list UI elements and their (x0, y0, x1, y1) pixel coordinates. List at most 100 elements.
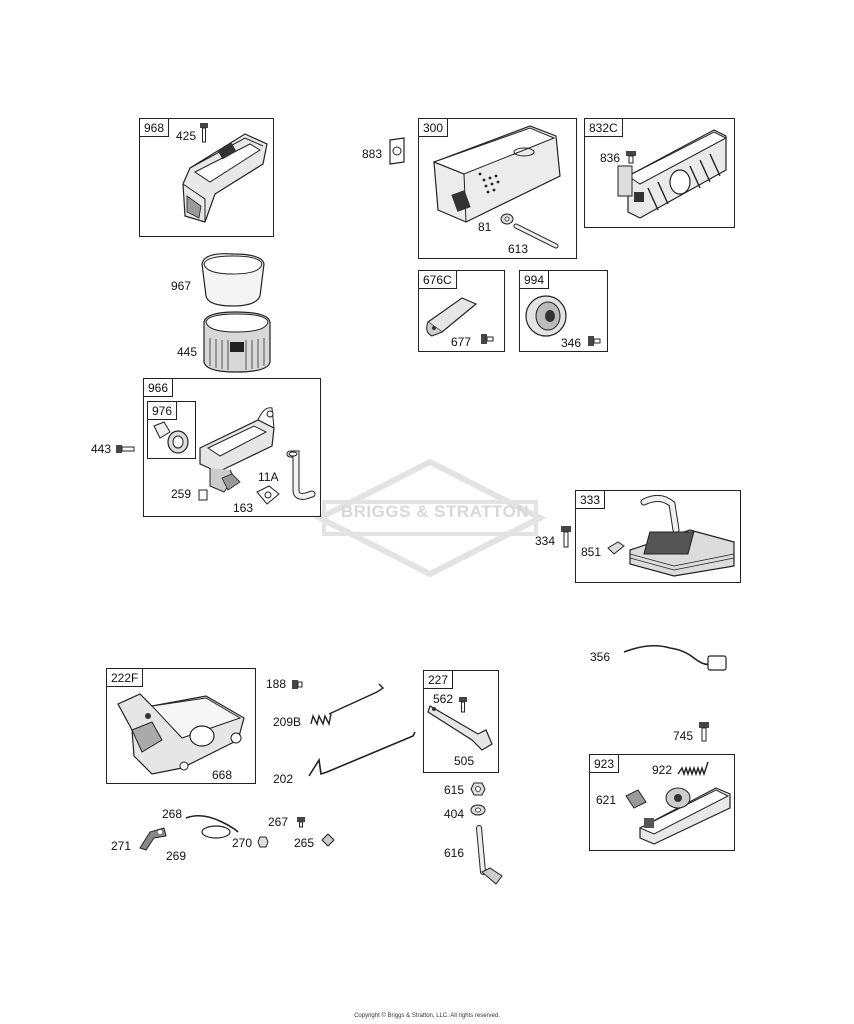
governor-spring-illustration (305, 680, 385, 730)
stud-613-icon (512, 222, 562, 252)
ignition-armature-illustration (620, 494, 736, 578)
part-label-259: 259 (171, 487, 192, 501)
part-label-404: 404 (444, 807, 465, 821)
governor-lever-illustration (426, 700, 496, 752)
part-label-270: 270 (232, 836, 253, 850)
screw-562-icon (459, 697, 467, 713)
screw-267-icon (297, 817, 305, 828)
part-label-443: 443 (91, 442, 112, 456)
screw-334-icon (561, 526, 571, 548)
part-label-356: 356 (590, 650, 611, 664)
part-label-202: 202 (273, 772, 294, 786)
group-976-label: 976 (147, 401, 178, 420)
muffler-guard-illustration (614, 126, 732, 222)
throttle-control-illustration (620, 778, 732, 846)
group-923-box: 923 (589, 754, 735, 851)
part-label-346: 346 (561, 336, 582, 350)
part-label-188: 188 (266, 677, 287, 691)
part-label-836: 836 (600, 151, 621, 165)
part-label-268: 268 (162, 807, 183, 821)
throttle-cable-illustration (182, 810, 242, 842)
group-994-label: 994 (519, 270, 550, 289)
air-filter-illustration (200, 310, 274, 374)
group-676c-box: 676C (418, 270, 505, 352)
group-300-box: 300 (418, 118, 577, 259)
part-label-745: 745 (673, 729, 694, 743)
group-300-label: 300 (418, 118, 449, 137)
control-bracket-illustration (112, 690, 252, 780)
breather-tube-illustration (280, 450, 320, 512)
spark-arrester-illustration (520, 292, 572, 340)
screw-188-icon (292, 680, 303, 689)
part-label-613: 613 (508, 242, 529, 256)
part-label-209b: 209B (273, 715, 302, 729)
part-label-445: 445 (177, 345, 198, 359)
throttle-lever-271-icon (136, 824, 170, 852)
part-label-562: 562 (433, 692, 454, 706)
washer-404-icon (470, 804, 486, 816)
screw-745-icon (699, 722, 709, 742)
group-832c-label: 832C (584, 118, 623, 137)
ground-wire-illustration (620, 640, 730, 674)
washer-81-icon (498, 212, 516, 226)
air-cleaner-base-illustration (194, 402, 280, 498)
bolt-425-icon (200, 123, 208, 143)
deflector-illustration (422, 292, 480, 340)
gasket-883-illustration (386, 136, 408, 166)
group-227-label: 227 (423, 670, 454, 689)
part-label-883: 883 (362, 147, 383, 161)
part-label-334: 334 (535, 534, 556, 548)
screw-346-icon (588, 336, 601, 346)
group-968-box: 968 (139, 118, 274, 237)
group-222f-box: 222F (106, 668, 256, 784)
part-label-271: 271 (111, 839, 132, 853)
nut-270-icon (257, 836, 269, 848)
part-label-11a: 11A (258, 470, 279, 484)
part-label-668: 668 (212, 768, 233, 782)
part-label-269: 269 (166, 849, 187, 863)
muffler-illustration (424, 122, 572, 232)
part-label-81: 81 (478, 220, 492, 234)
governor-shaft-illustration (470, 826, 506, 892)
part-label-265: 265 (294, 836, 315, 850)
part-label-851: 851 (581, 545, 602, 559)
pre-cleaner-illustration (196, 250, 270, 308)
screw-836-icon (626, 151, 636, 164)
group-676c-label: 676C (418, 270, 457, 289)
group-333-box: 333 (575, 490, 741, 583)
group-222f-label: 222F (106, 668, 144, 687)
briggs-stratton-logo-watermark (310, 458, 550, 578)
part-label-267: 267 (268, 815, 289, 829)
terminal-851-icon (606, 538, 626, 556)
group-227-box: 227 (423, 670, 499, 773)
group-966-label: 966 (143, 378, 174, 397)
part-label-163: 163 (233, 501, 254, 515)
air-cleaner-cover-illustration (175, 124, 270, 230)
part-label-677: 677 (451, 335, 472, 349)
grommet-976-illustration (150, 420, 192, 456)
group-976-box: 976 (147, 401, 196, 459)
watermark-text: BRIGGS & STRATTON (340, 502, 530, 521)
group-966-box: 966 (143, 378, 321, 517)
group-994-box: 994 (519, 270, 608, 352)
part-label-967: 967 (171, 279, 192, 293)
group-968-label: 968 (139, 118, 170, 137)
screw-677-icon (481, 334, 494, 344)
group-832c-box: 832C (584, 118, 735, 228)
part-label-922: 922 (652, 763, 673, 777)
part-label-616: 616 (444, 846, 465, 860)
part-label-621: 621 (596, 793, 617, 807)
spring-922-icon (676, 758, 710, 778)
clip-259-icon (197, 488, 209, 502)
clip-265-icon (320, 832, 336, 848)
group-333-label: 333 (575, 490, 606, 509)
part-label-425: 425 (176, 129, 197, 143)
copyright-footer: Copyright © Briggs & Stratton, LLC. All … (354, 1013, 500, 1019)
nut-615-icon (470, 782, 486, 796)
governor-link-illustration (305, 730, 417, 784)
part-label-615: 615 (444, 783, 465, 797)
group-923-label: 923 (589, 754, 620, 773)
screw-443-icon (116, 445, 136, 453)
part-label-505: 505 (454, 754, 475, 768)
